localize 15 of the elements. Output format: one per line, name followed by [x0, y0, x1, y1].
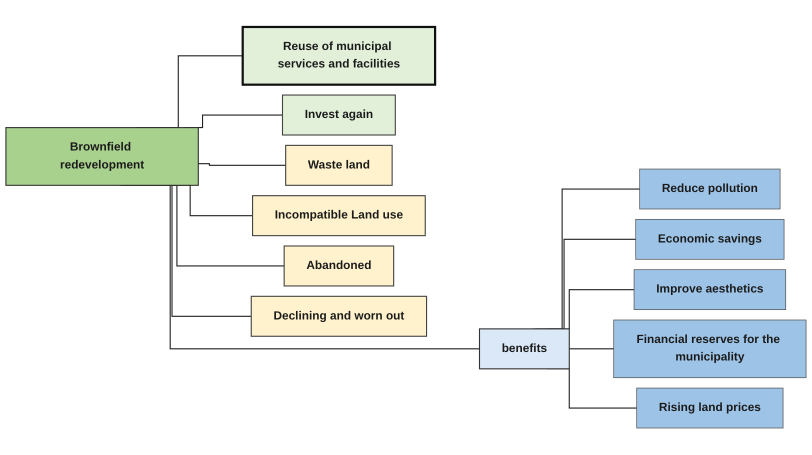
connector — [198, 163, 286, 166]
node-box: Reduce pollution — [639, 168, 780, 210]
node-box: Incompatible Land use — [252, 195, 426, 236]
node-box: benefits — [478, 328, 570, 370]
connector — [569, 348, 614, 350]
node-box: Financial reserves for the municipality — [613, 320, 806, 378]
node-box: Invest again — [282, 94, 396, 136]
node-box: Rising land prices — [636, 388, 784, 428]
node-box: Abandoned — [284, 245, 394, 287]
node-box: Waste land — [285, 144, 393, 186]
node-box: Declining and worn out — [250, 296, 428, 337]
node-box: Economic savings — [635, 219, 784, 260]
node-box: Brownfield redevelopment — [5, 127, 199, 186]
node-box: Reuse of municipal services and facilities — [242, 26, 436, 86]
node-box: Improve aesthetics — [634, 269, 786, 310]
